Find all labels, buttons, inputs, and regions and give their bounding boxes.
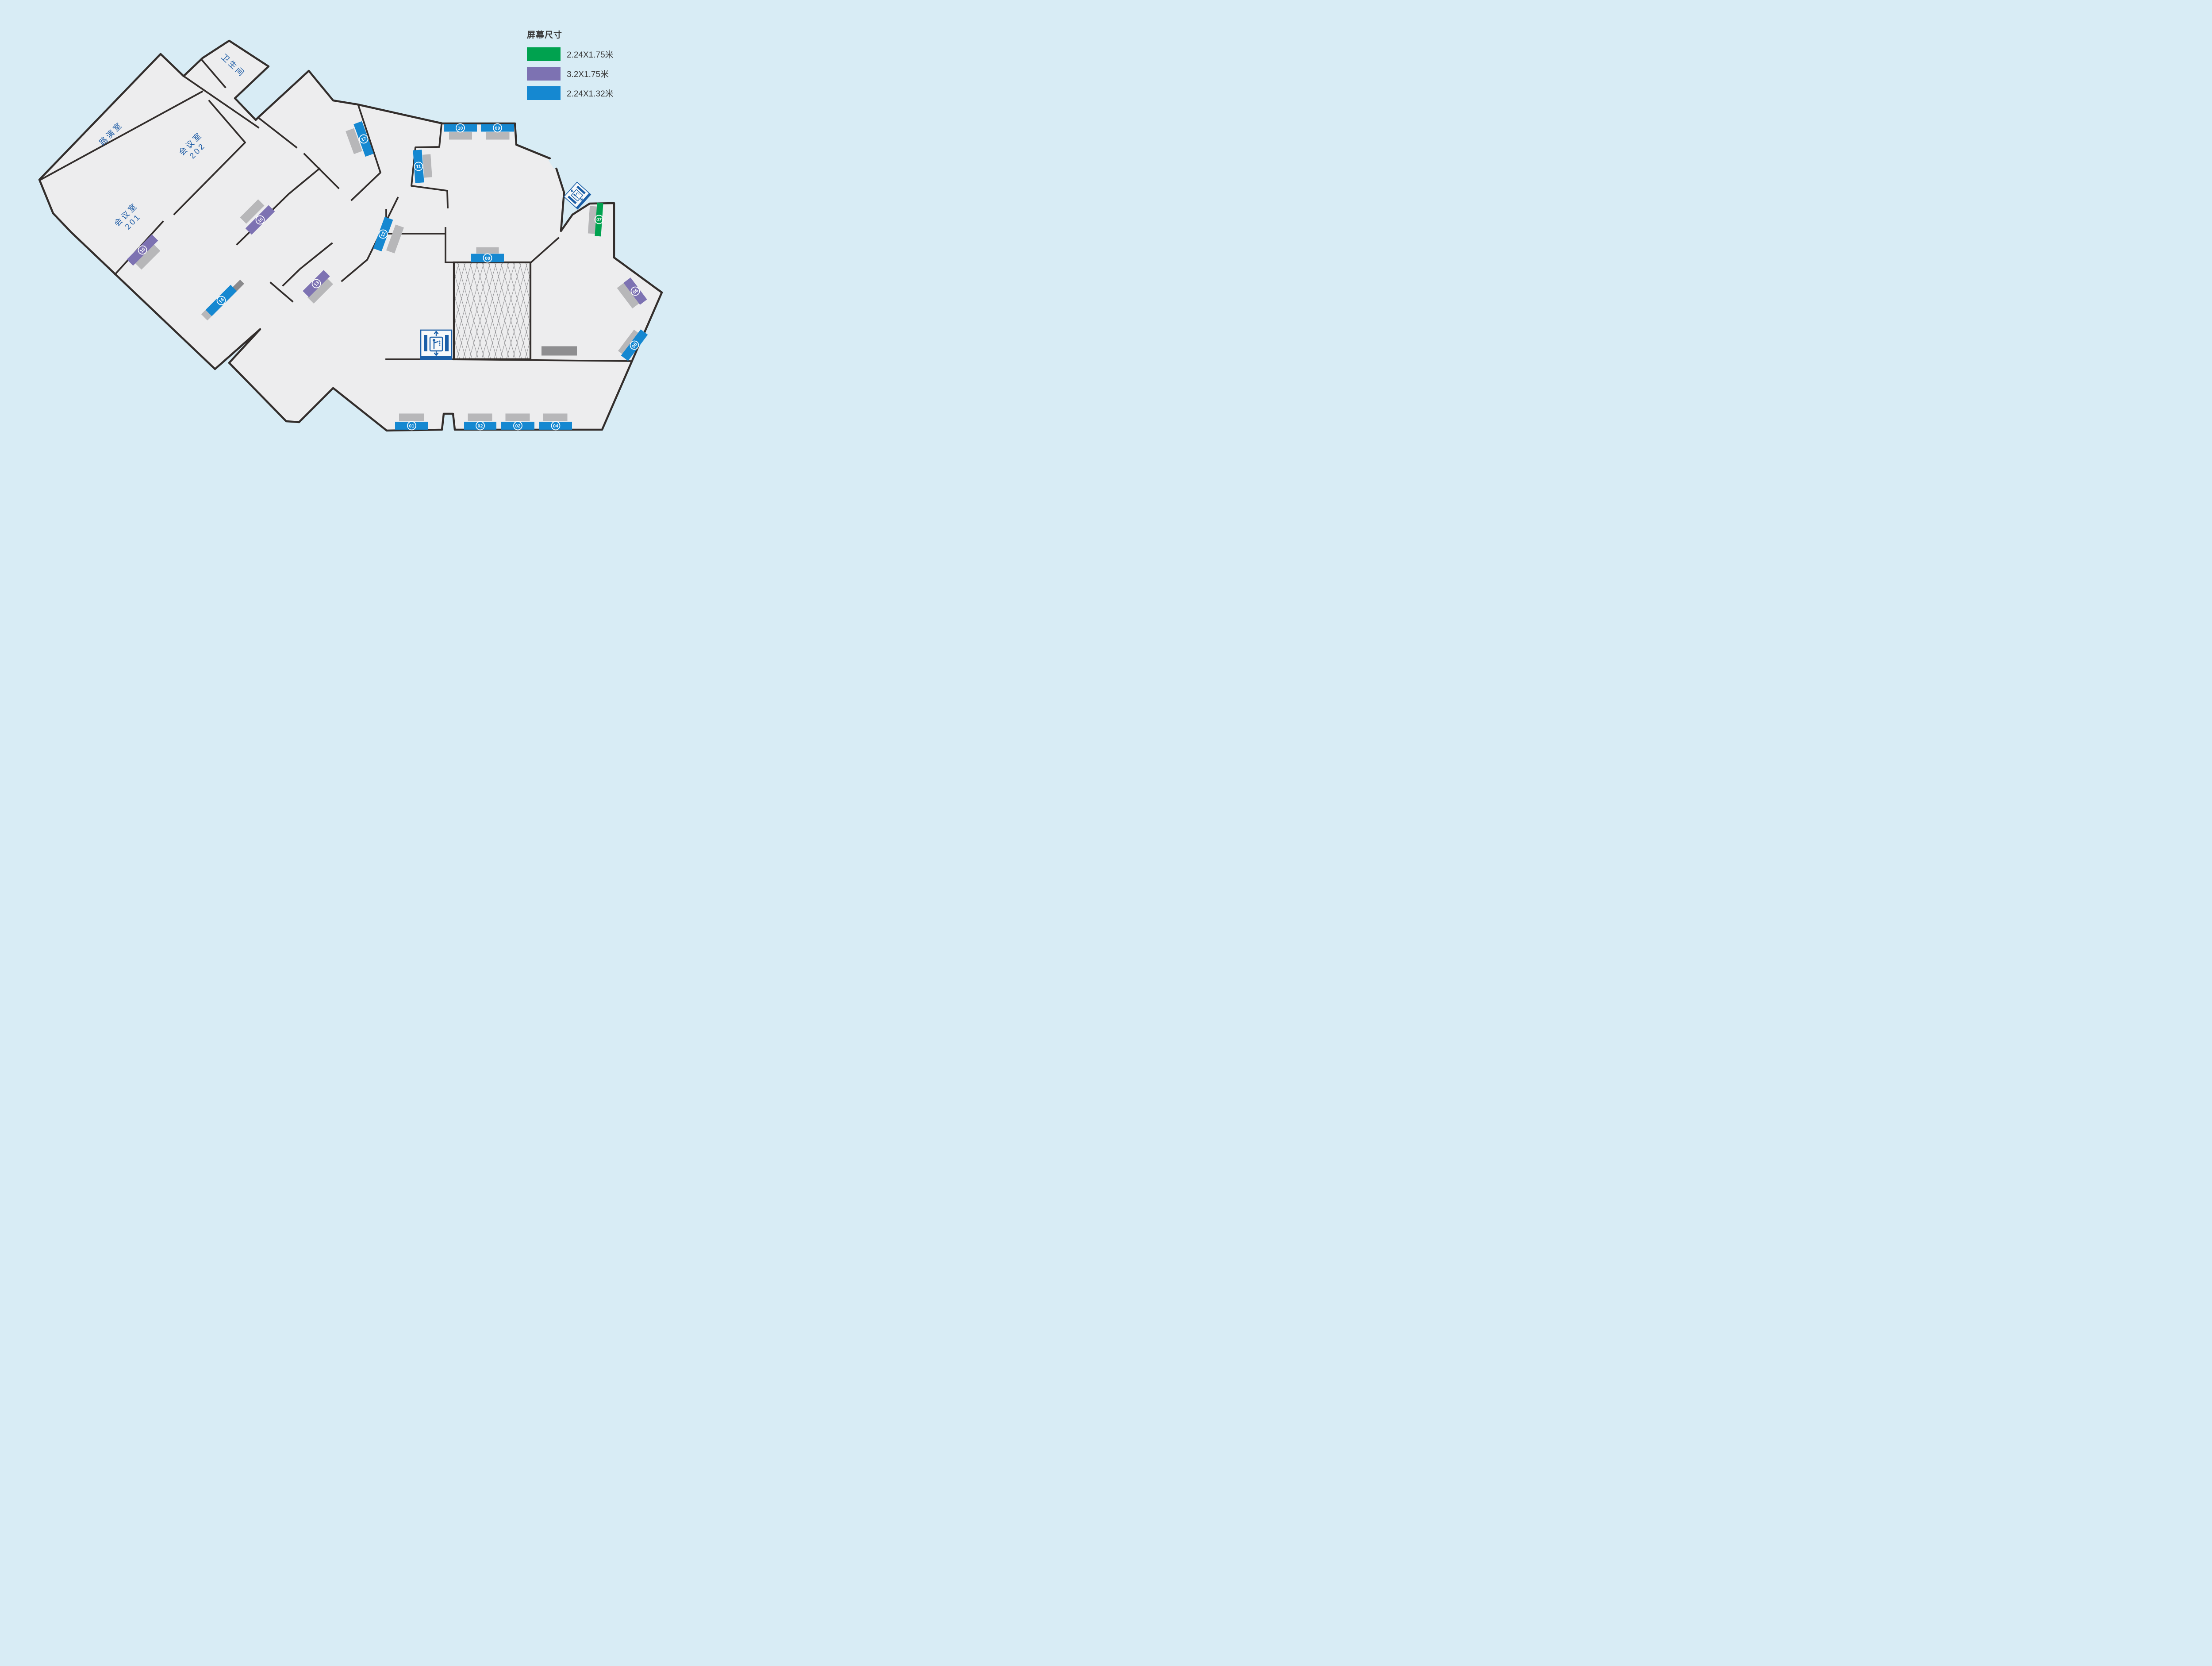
screen-01-table <box>399 413 424 421</box>
interior-wall <box>350 104 381 201</box>
svg-text:02: 02 <box>478 423 483 429</box>
legend-row-green: 2.24X1.75米 <box>527 47 668 61</box>
svg-text:11: 11 <box>416 164 421 169</box>
screen-17-table <box>346 128 362 154</box>
legend: 屏幕尺寸 2.24X1.75米 3.2X1.75米 2.24X1.32米 <box>527 28 668 106</box>
screen-12 <box>373 216 393 252</box>
screen-15 <box>127 234 158 266</box>
screen-13-table <box>307 278 333 304</box>
screen-02-table <box>505 413 530 421</box>
interior-wall <box>38 90 204 181</box>
svg-text:08: 08 <box>485 256 490 261</box>
interior-wall <box>529 237 560 264</box>
screen-12-badge: 12 <box>378 229 388 239</box>
screen-08-badge: 08 <box>483 253 492 263</box>
screen-04-badge: 04 <box>551 421 561 431</box>
screen-02-table <box>468 413 492 421</box>
screen-12-table <box>386 224 404 254</box>
screen-01 <box>395 422 428 430</box>
screen-02 <box>501 422 534 430</box>
legend-title: 屏幕尺寸 <box>527 31 563 40</box>
screen-11 <box>413 150 424 183</box>
screen-14 <box>205 285 237 316</box>
door-gap <box>548 158 557 169</box>
legend-row-blue: 2.24X1.32米 <box>527 86 668 100</box>
screen-04-table <box>543 413 568 421</box>
screen-10-table <box>449 132 472 140</box>
screen-09-badge: 09 <box>493 123 502 133</box>
screen-05 <box>621 329 648 361</box>
screen-16 <box>245 205 275 235</box>
screen-07-table <box>588 206 597 234</box>
screen-11-badge: 11 <box>414 162 423 171</box>
svg-text:04: 04 <box>553 423 558 429</box>
screen-10-badge: 10 <box>456 123 465 133</box>
screen-01-badge: 01 <box>407 421 416 431</box>
svg-text:09: 09 <box>495 126 500 131</box>
screen-06 <box>623 277 647 305</box>
elevator-north-icon <box>563 181 591 210</box>
screen-09-table <box>486 132 510 140</box>
screen-17 <box>353 121 374 157</box>
legend-label: 3.2X1.75米 <box>567 70 609 79</box>
interior-wall <box>269 281 294 303</box>
purple-screen-swatch <box>527 67 561 81</box>
screen-07 <box>595 202 603 237</box>
screen-05-table <box>618 330 641 356</box>
green-screen-swatch <box>527 47 561 61</box>
interior-wall <box>257 116 298 149</box>
interior-wall <box>282 242 333 287</box>
screen-13 <box>303 270 330 297</box>
legend-label: 2.24X1.75米 <box>567 50 614 60</box>
screen-08 <box>471 254 504 262</box>
svg-text:07: 07 <box>596 217 602 223</box>
screen-02 <box>464 422 496 430</box>
screen-09 <box>481 124 514 132</box>
dark-counter <box>541 346 577 356</box>
blue-screen-swatch <box>527 86 561 100</box>
svg-text:17: 17 <box>361 136 367 142</box>
svg-text:10: 10 <box>458 126 463 131</box>
svg-text:02: 02 <box>515 423 521 429</box>
svg-text:12: 12 <box>380 231 387 238</box>
screen-08-table <box>476 247 499 254</box>
interior-wall <box>173 100 246 215</box>
screen-02-badge: 02 <box>476 421 485 431</box>
screen-10 <box>444 124 477 132</box>
elevator-main-icon <box>420 329 453 360</box>
stairwell-hatch-layer <box>453 261 532 361</box>
svg-text:01: 01 <box>409 423 415 429</box>
legend-row-purple: 3.2X1.75米 <box>527 67 668 81</box>
screen-17-badge: 17 <box>359 134 369 144</box>
screen-07-badge: 07 <box>594 215 604 224</box>
screen-06-table <box>617 282 640 309</box>
icons-layer <box>420 181 591 360</box>
interior-wall <box>200 58 227 88</box>
stairwell-border <box>453 261 532 361</box>
interior-wall <box>411 123 449 208</box>
screen-02-badge: 02 <box>513 421 522 431</box>
legend-label: 2.24X1.32米 <box>567 89 614 99</box>
screen-16-table <box>240 199 265 224</box>
interior-wall <box>182 75 260 129</box>
stairwell-hatch <box>454 262 530 359</box>
screen-04 <box>539 422 572 430</box>
interior-wall <box>303 153 340 189</box>
screen-15-table <box>135 244 161 270</box>
screen-11-table <box>422 154 432 178</box>
